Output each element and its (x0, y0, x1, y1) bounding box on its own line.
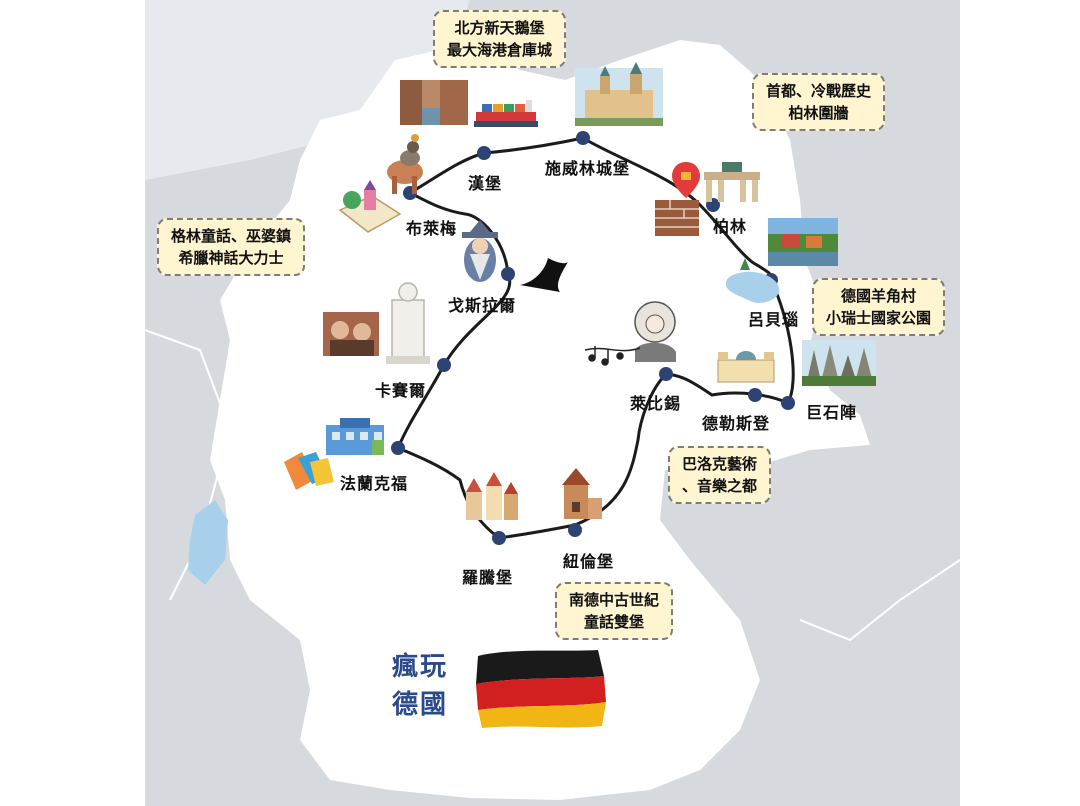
city-label-rothenburg: 羅騰堡 (462, 568, 514, 587)
callout-capital-line-2: 柏林圍牆 (788, 104, 849, 122)
music-notes-icon (584, 346, 641, 366)
grimm-brothers-photo (323, 312, 379, 356)
city-label-nuremberg: 紐倫堡 (563, 552, 615, 571)
city-label-berlin: 柏林 (713, 217, 748, 236)
route-markers (391, 131, 795, 545)
city-label-goslar: 戈斯拉爾 (448, 296, 517, 315)
marker-schwerin[interactable] (576, 131, 590, 145)
spreewald-photo (768, 218, 838, 266)
container-ship-icon (474, 100, 538, 127)
german-flag-icon (476, 650, 606, 728)
shopping-mall-icon (326, 418, 384, 455)
callout-north: 北方新天鵝堡 最大海港倉庫城 (433, 10, 567, 68)
marker-dresden[interactable] (748, 388, 762, 402)
city-label-schwerin: 施威林城堡 (545, 159, 631, 178)
marker-bastei[interactable] (781, 396, 795, 410)
city-label-hamburg: 漢堡 (468, 174, 503, 193)
callout-capital: 首都、冷戰歷史 柏林圍牆 (752, 73, 886, 131)
callout-baroque-line-2: 、音樂之都 (682, 477, 758, 495)
town-musicians-icon (387, 134, 423, 194)
city-label-leipzig: 萊比錫 (630, 394, 682, 413)
map-title-line-1: 瘋玩 (392, 652, 449, 682)
callout-baroque: 巴洛克藝術 、音樂之都 (668, 446, 772, 504)
sea-area (145, 0, 470, 180)
rothenburg-town-icon (466, 472, 518, 520)
map-title: 瘋玩 德國 (392, 648, 448, 724)
callout-spreewald-line-2: 小瑞士國家公園 (826, 309, 932, 327)
marker-kassel[interactable] (437, 358, 451, 372)
warehouse-photo (400, 80, 468, 125)
luxembourg-water (188, 500, 228, 585)
marker-nuremberg[interactable] (568, 523, 582, 537)
callout-baroque-line-1: 巴洛克藝術 (682, 455, 758, 473)
callout-spreewald: 德國羊角村 小瑞士國家公園 (812, 278, 946, 336)
location-pin-icon (672, 162, 700, 198)
callout-grimm-line-2: 希臘神話大力士 (178, 249, 284, 267)
city-label-luebbenau: 呂貝瑙 (748, 310, 800, 329)
witch-hat-icon (520, 258, 568, 292)
map-title-line-2: 德國 (392, 690, 449, 720)
brick-wall-icon (655, 200, 699, 236)
bastei-rocks-photo (802, 340, 876, 386)
callout-spreewald-line-1: 德國羊角村 (841, 287, 917, 305)
witch-icon (462, 220, 498, 282)
city-label-bremen: 布萊梅 (406, 219, 458, 238)
germany-shape (210, 40, 870, 800)
castle-photo (575, 62, 663, 126)
hercules-statue-icon (386, 282, 430, 364)
callout-grimm: 格林童話、巫婆鎮 希臘神話大力士 (157, 218, 306, 276)
lake-icon (725, 258, 780, 303)
city-label-dresden: 德勒斯登 (702, 414, 771, 433)
brandenburg-gate-icon (704, 162, 760, 202)
marker-rothenburg[interactable] (492, 531, 506, 545)
marker-goslar[interactable] (501, 267, 515, 281)
callout-grimm-line-1: 格林童話、巫婆鎮 (171, 227, 292, 245)
callout-south-line-1: 南德中古世紀 (569, 591, 660, 609)
callout-north-line-1: 北方新天鵝堡 (454, 19, 545, 37)
marker-leipzig[interactable] (659, 367, 673, 381)
marker-hamburg[interactable] (477, 146, 491, 160)
marker-frankfurt[interactable] (391, 441, 405, 455)
nuremberg-tower-icon (562, 468, 602, 519)
city-label-kassel: 卡賽爾 (375, 381, 427, 400)
fairytale-book-icon (338, 180, 402, 233)
bach-portrait-icon (634, 301, 676, 362)
callout-north-line-2: 最大海港倉庫城 (447, 41, 553, 59)
shopping-bags-icon (284, 452, 334, 490)
callout-capital-line-1: 首都、冷戰歷史 (766, 82, 872, 100)
travel-route (396, 136, 795, 540)
neighbour-border-east (799, 559, 961, 642)
callout-south: 南德中古世紀 童話雙堡 (555, 582, 674, 640)
city-label-frankfurt: 法蘭克福 (340, 474, 409, 493)
callout-south-line-2: 童話雙堡 (584, 613, 645, 631)
city-label-bastei: 巨石陣 (806, 403, 858, 422)
zwinger-palace-icon (717, 351, 775, 383)
